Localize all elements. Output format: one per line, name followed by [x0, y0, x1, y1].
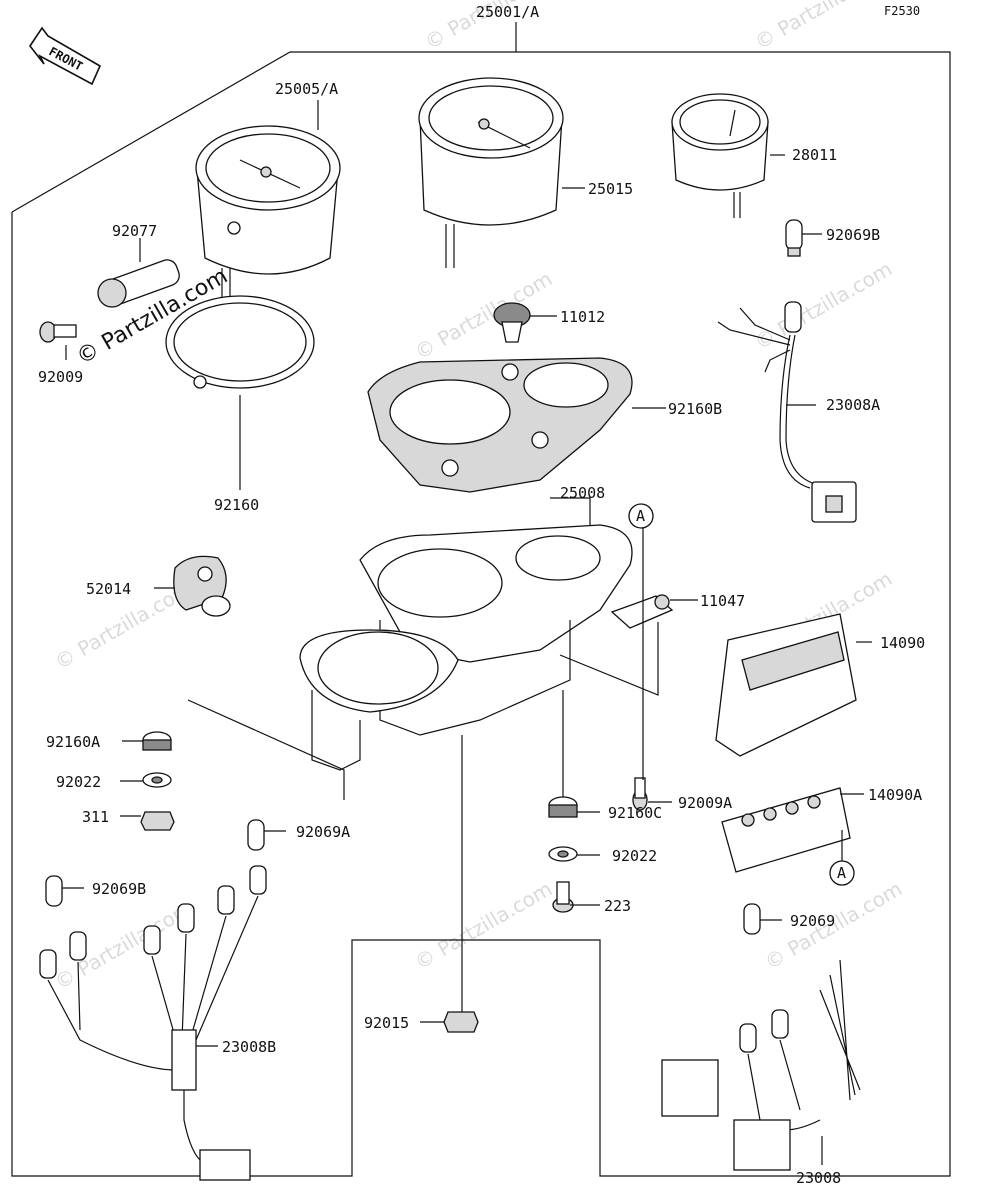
- indicator-cover: [715, 613, 857, 757]
- indicator-housing: [721, 787, 851, 873]
- part-label: 23008: [796, 1169, 841, 1187]
- meter-case: [299, 524, 633, 771]
- part-label: 11012: [560, 308, 605, 326]
- part-labels: 25001/A 25005/A 25015 28011 92077 92009 …: [38, 3, 925, 1187]
- grommet: [493, 302, 531, 343]
- part-label: 14090A: [868, 786, 922, 804]
- screw: [39, 321, 77, 343]
- meter-cover: [367, 357, 633, 493]
- part-label: 92022: [612, 847, 657, 865]
- screw-223: [552, 881, 574, 913]
- diagram-code: F2530: [884, 4, 920, 18]
- svg-text:A: A: [837, 864, 846, 882]
- cable-fitting: [97, 259, 180, 308]
- part-label: 92160C: [608, 804, 662, 822]
- bulb-92069b-left: [45, 875, 63, 907]
- bracket: [610, 594, 674, 629]
- callout-a-top: A: [628, 503, 654, 529]
- meter-ring: [165, 295, 315, 389]
- part-label: 92077: [112, 222, 157, 240]
- watermark: © Partzilla.com: [411, 876, 557, 974]
- watermark: © Partzilla.com: [411, 266, 557, 364]
- watermark: © Partzilla.com: [751, 256, 897, 354]
- part-label: 223: [604, 897, 631, 915]
- part-label: 23008B: [222, 1038, 276, 1056]
- part-label: 92160: [214, 496, 259, 514]
- part-label: 25005/A: [275, 80, 338, 98]
- part-label: 25008: [560, 484, 605, 502]
- leader-lines: [62, 100, 872, 1165]
- grommet-92160c: [548, 796, 578, 818]
- svg-text:A: A: [636, 507, 645, 525]
- sensor: [173, 555, 231, 617]
- part-label: 92069: [790, 912, 835, 930]
- fuel-gauge: [671, 93, 769, 218]
- part-label: 23008A: [826, 396, 880, 414]
- nut-311: [140, 811, 175, 831]
- bulb-92069a: [247, 819, 265, 851]
- part-label: 92022: [56, 773, 101, 791]
- part-label: 14090: [880, 634, 925, 652]
- screw-92009a: [632, 777, 648, 811]
- part-label: 92160A: [46, 733, 100, 751]
- bulb: [785, 219, 803, 257]
- wiring-harness: [717, 301, 857, 523]
- watermark: © Partzilla.com: [751, 0, 897, 54]
- wiring-harness-right: [661, 959, 861, 1171]
- nut-92015: [443, 1011, 479, 1033]
- tachometer: [195, 125, 341, 305]
- grommet-92160a: [142, 731, 172, 751]
- washer-92022-left: [142, 772, 172, 788]
- part-label: 92160B: [668, 400, 722, 418]
- part-label: 92069B: [92, 880, 146, 898]
- part-label: 25001/A: [476, 3, 539, 21]
- callout-a-bottom: A: [829, 860, 855, 886]
- part-label: 92009: [38, 368, 83, 386]
- part-label: 92069B: [826, 226, 880, 244]
- assembly-boundary: [11, 51, 951, 1177]
- part-label: 92069A: [296, 823, 350, 841]
- part-label: 92009A: [678, 794, 732, 812]
- part-label: 92015: [364, 1014, 409, 1032]
- part-label: 311: [82, 808, 109, 826]
- part-label: 11047: [700, 592, 745, 610]
- part-label: 25015: [588, 180, 633, 198]
- washer-92022-mid: [548, 846, 578, 862]
- part-label: 52014: [86, 580, 131, 598]
- front-arrow-icon: FRONT: [29, 26, 102, 86]
- speedometer: [418, 77, 564, 268]
- wiring-harness-left: [39, 865, 267, 1181]
- bulb-92069: [743, 903, 761, 935]
- part-label: 28011: [792, 146, 837, 164]
